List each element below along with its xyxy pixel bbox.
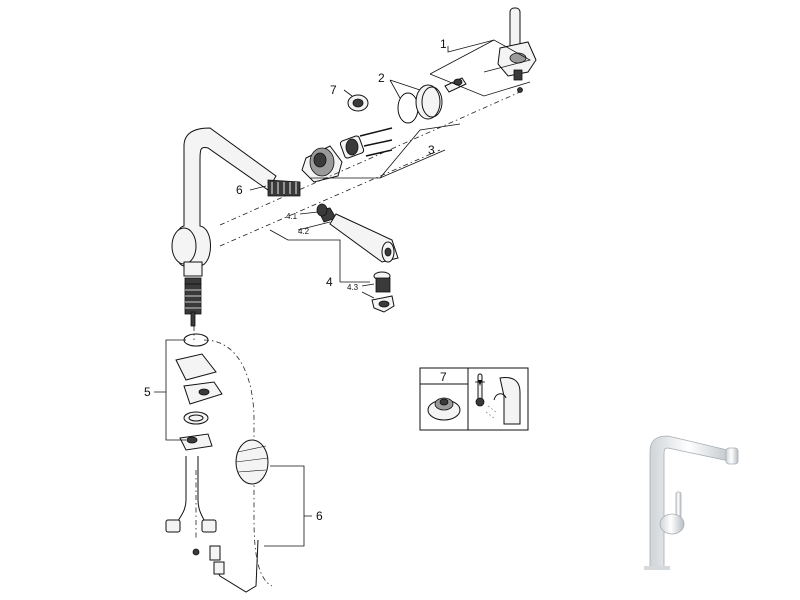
label-3: 3: [428, 143, 435, 157]
label-5: 5: [144, 385, 151, 399]
label-7: 7: [330, 83, 337, 97]
counterweight-hose-part: [213, 439, 269, 593]
label-4-1: 4.1: [286, 212, 298, 221]
ring-pair-part: [397, 84, 443, 124]
label-6-bottom: 6: [316, 509, 323, 523]
inset-cap-illustration: [427, 397, 461, 421]
inset-temperature-icon: [475, 373, 485, 407]
faucet-body-part: [171, 127, 277, 285]
inset-label-7: 7: [440, 370, 447, 384]
label-4-2: 4.2: [298, 227, 310, 236]
cartridge-screws-part: [359, 127, 393, 157]
leader-2: [389, 79, 421, 99]
mounting-kit-part: [175, 333, 223, 451]
supply-hoses-part: [165, 456, 221, 561]
label-6-top: 6: [236, 183, 243, 197]
threaded-shank-part: [184, 283, 202, 327]
leader-6a: [249, 185, 267, 191]
handle-lever-part: [497, 7, 537, 93]
label-2: 2: [378, 71, 385, 85]
aerator-part: [371, 271, 395, 313]
spray-hose-spring-part: [267, 179, 301, 197]
product-thumbnail: [644, 435, 739, 570]
cartridge-part: [301, 135, 365, 183]
hose-connector-part: [316, 203, 328, 217]
leader-5: [154, 339, 186, 441]
label-4-3: 4.3: [347, 283, 359, 292]
label-1: 1: [440, 37, 447, 51]
cap-part: [347, 94, 369, 112]
leader-4: [269, 229, 370, 283]
spray-head-part: [317, 207, 399, 263]
leader-7: [343, 89, 353, 97]
label-4: 4: [326, 275, 333, 289]
leader-6b: [264, 465, 312, 547]
handle-screw-part: [444, 77, 467, 93]
inset-lever-illustration: [485, 377, 521, 425]
leader-3: [310, 123, 461, 179]
